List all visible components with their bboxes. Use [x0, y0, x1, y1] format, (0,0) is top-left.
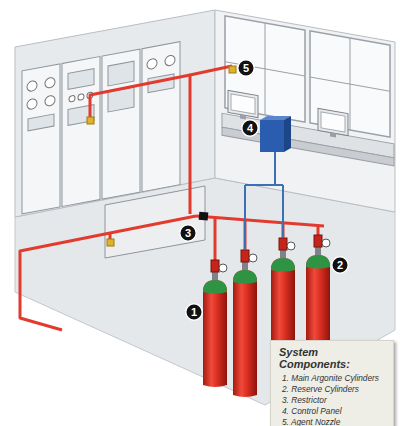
monitor-stand — [240, 114, 246, 119]
control-cabinets — [22, 42, 180, 214]
monitor — [228, 90, 258, 117]
callout-number: 4 — [241, 119, 259, 137]
legend-item: 5. Agent Nozzle — [279, 417, 389, 426]
control-panel — [260, 120, 284, 152]
cylinder — [271, 238, 295, 347]
monitor — [318, 108, 348, 135]
cylinder-valve — [279, 238, 287, 250]
pressure-gauge — [322, 239, 330, 247]
cylinder — [233, 250, 257, 397]
ceiling-pipe — [90, 75, 190, 118]
cylinder-valve — [211, 260, 219, 272]
callout-circle — [242, 120, 258, 136]
agent-nozzle — [107, 239, 114, 246]
cylinder-neck — [212, 272, 218, 280]
cylinder-body — [271, 258, 295, 347]
cylinder-body — [306, 255, 330, 342]
monitor-screen — [231, 94, 255, 114]
gauge — [27, 80, 37, 92]
knob — [78, 93, 84, 100]
pressure-gauge — [287, 242, 295, 250]
callout-circle — [180, 225, 196, 241]
callout-circle — [186, 304, 202, 320]
cylinder — [306, 235, 330, 342]
panel-screen — [28, 114, 54, 131]
gauge — [45, 77, 55, 89]
callout-number: 2 — [331, 256, 349, 274]
gauge — [147, 58, 157, 70]
gauge — [45, 95, 55, 107]
cylinder-valve — [314, 235, 322, 247]
knob — [69, 95, 75, 102]
cylinder-cap — [306, 255, 330, 269]
desk-top — [222, 113, 394, 158]
legend-item: 4. Control Panel — [279, 406, 389, 417]
callout-text: 3 — [179, 224, 197, 242]
monitor-screen — [321, 112, 345, 132]
callout-circle — [238, 60, 254, 76]
cylinder — [203, 260, 227, 387]
cabinet — [62, 57, 100, 207]
restrictor — [199, 212, 209, 221]
callout-number: 1 — [185, 303, 203, 321]
legend-item: 2. Reserve Cylinders — [279, 384, 389, 395]
cylinder-cap — [271, 258, 295, 272]
cabinet — [22, 64, 60, 214]
cylinder-body — [203, 280, 227, 387]
legend-item: 3. Restrictor — [279, 395, 389, 406]
cabinet — [102, 49, 140, 199]
distribution-pipe — [20, 216, 196, 330]
callout-text: 5 — [237, 59, 255, 77]
pressure-gauge — [249, 254, 257, 262]
panel-screen — [68, 69, 94, 90]
cylinder-neck — [280, 250, 286, 258]
callout-number: 5 — [237, 59, 255, 77]
cylinder-neck — [242, 262, 248, 270]
control-panel-side — [284, 116, 291, 152]
panel-screen — [108, 61, 134, 86]
control-wiring — [245, 150, 283, 250]
cylinder-cap — [203, 280, 227, 294]
left-wall — [15, 10, 215, 217]
riser-pipe — [190, 66, 232, 214]
gauge — [165, 55, 175, 67]
legend-item: 1. Main Argonite Cylinders — [279, 373, 389, 384]
cabinet — [142, 42, 180, 192]
callout-text: 2 — [331, 256, 349, 274]
cylinder-valve — [241, 250, 249, 262]
pressure-gauge — [219, 264, 227, 272]
cylinder-neck — [315, 247, 321, 255]
cylinder-body — [233, 270, 257, 397]
callout-text: 4 — [241, 119, 259, 137]
gauge — [27, 98, 37, 110]
callout-number: 3 — [179, 224, 197, 242]
right-wall — [215, 10, 395, 212]
manifold-drop — [215, 217, 318, 260]
legend-box: System Components: 1. Main Argonite Cylin… — [270, 340, 394, 426]
cylinder-cap — [233, 270, 257, 284]
monitor-stand — [330, 132, 336, 137]
window-wall — [222, 15, 394, 166]
agent-nozzle — [229, 66, 236, 73]
callout-text: 1 — [185, 303, 203, 321]
callout-circle — [332, 257, 348, 273]
legend-heading: System Components: — [279, 346, 389, 370]
agent-nozzle — [87, 117, 94, 124]
